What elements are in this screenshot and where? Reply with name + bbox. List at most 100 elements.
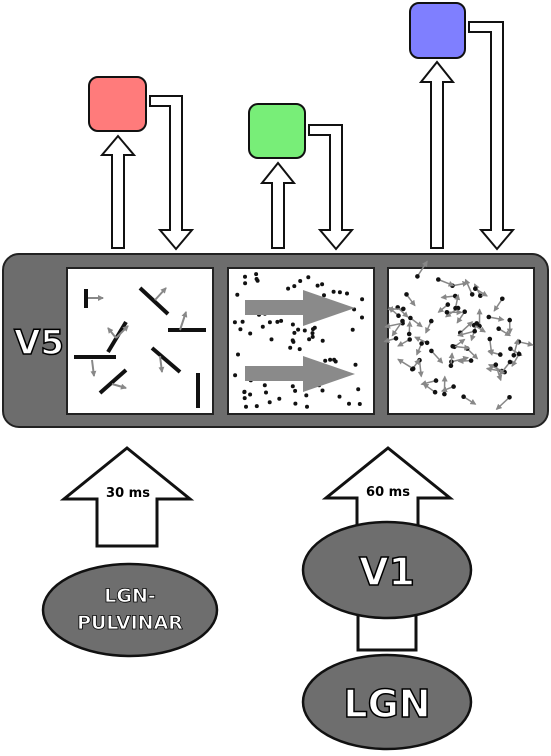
input-arrow-pulvinar: [59, 446, 195, 548]
dot: [242, 390, 247, 395]
random-arrow: [416, 260, 428, 277]
dot: [429, 348, 434, 354]
dot: [292, 284, 297, 289]
motion-arrow: [158, 355, 165, 373]
dot: [297, 347, 302, 352]
dot: [243, 281, 248, 286]
dot: [507, 359, 513, 365]
dot: [473, 286, 478, 292]
random-arrow: [405, 293, 416, 307]
random-arrow: [464, 278, 473, 295]
latency-label-v1: 60 ms: [366, 485, 410, 500]
module-green: [248, 103, 306, 159]
module-red: [88, 76, 147, 132]
dot: [306, 275, 311, 280]
dot: [393, 336, 399, 341]
rightward-arrow-lower: [245, 356, 355, 392]
up-arrow-green: [259, 161, 297, 249]
latency-label-pulvinar: 30 ms: [106, 486, 150, 501]
dot: [404, 292, 409, 297]
random-arrow: [488, 315, 505, 322]
random-arrow: [451, 355, 470, 363]
dot: [320, 338, 325, 343]
dot: [260, 324, 265, 329]
dot: [345, 291, 349, 296]
dot: [406, 331, 412, 337]
dot: [248, 392, 253, 397]
dot: [511, 353, 517, 358]
random-arrow: [463, 396, 477, 405]
up-arrow-red: [99, 134, 137, 249]
dot: [337, 290, 342, 295]
dot: [320, 282, 325, 287]
node-pulvinar-label-1: LGN-: [104, 585, 156, 607]
dot: [396, 313, 401, 319]
random-arrow: [495, 364, 503, 382]
random-arrow: [511, 353, 520, 367]
dot: [516, 351, 522, 357]
module-blue: [409, 2, 466, 59]
dot: [450, 344, 456, 349]
dot: [242, 396, 247, 401]
node-lgn-pulvinar: [41, 562, 219, 658]
dot: [240, 319, 245, 324]
dot: [243, 274, 247, 279]
dot: [424, 340, 430, 346]
random-arrow: [493, 298, 503, 312]
panel-coherent-motion: [227, 267, 375, 415]
random-arrow: [457, 330, 475, 338]
random-arrow: [409, 317, 423, 328]
dot: [264, 390, 268, 395]
dot: [302, 328, 307, 333]
dot: [357, 402, 362, 406]
dot: [462, 309, 468, 315]
panel-orientation: [66, 267, 214, 415]
dot: [487, 336, 493, 342]
random-arrow: [391, 320, 404, 337]
dot: [432, 389, 438, 395]
motion-arrow: [107, 327, 117, 339]
dot: [507, 395, 512, 400]
dot: [400, 318, 405, 324]
orientation-bar: [138, 286, 170, 316]
dot: [312, 325, 317, 330]
dot: [451, 384, 456, 389]
dot: [486, 314, 492, 320]
dot: [478, 293, 483, 299]
dot: [508, 346, 513, 352]
dot: [315, 283, 320, 288]
dot: [415, 274, 420, 279]
dot: [429, 318, 434, 324]
dot: [328, 357, 333, 362]
dot: [293, 388, 298, 393]
dot: [235, 292, 240, 297]
random-arrow: [459, 321, 474, 334]
dot: [248, 331, 253, 336]
dot: [267, 320, 272, 325]
dot: [332, 357, 337, 362]
dot: [442, 391, 447, 397]
dot: [232, 320, 237, 325]
random-arrow: [438, 278, 455, 287]
dot: [433, 378, 439, 383]
v5-label: V5: [14, 323, 64, 363]
dot: [337, 394, 342, 399]
node-v1-label: V1: [359, 550, 415, 594]
orientation-bar: [98, 368, 128, 395]
dot: [310, 331, 315, 336]
dot: [293, 401, 298, 406]
up-arrow-blue: [418, 60, 456, 249]
feedback-arrow-green: [308, 124, 355, 251]
dot: [474, 321, 480, 326]
random-arrow: [474, 288, 488, 297]
dot: [267, 400, 272, 405]
random-arrow: [513, 338, 520, 356]
dot: [288, 345, 293, 350]
dot: [408, 315, 413, 321]
motion-arrow: [179, 311, 188, 331]
dot: [298, 279, 303, 283]
feedback-arrow-blue: [468, 21, 516, 251]
dot: [236, 352, 240, 357]
dot: [279, 318, 284, 323]
dot: [331, 289, 336, 294]
